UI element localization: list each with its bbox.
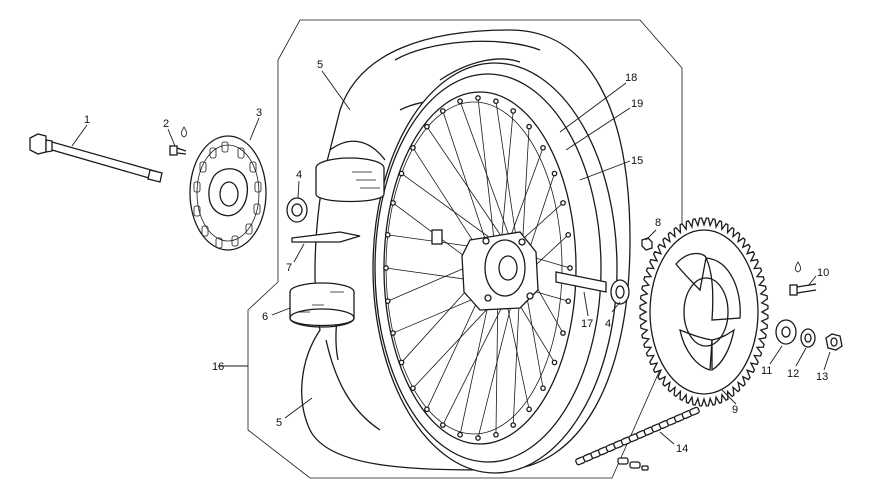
spacer-bush (775, 319, 797, 345)
callout-13: 13 (816, 371, 828, 383)
callout-9: 9 (732, 404, 738, 416)
callout-4-right: 4 (605, 318, 611, 330)
spoke (442, 110, 491, 254)
spoke-nipple (526, 123, 532, 130)
sprocket-bolt (789, 283, 817, 296)
valve-strap (291, 231, 361, 243)
axle-nut (825, 333, 843, 351)
spoke (477, 97, 496, 247)
callout-2: 2 (163, 118, 169, 130)
spoke-nipple (457, 98, 463, 105)
spoke-nipple (540, 385, 546, 392)
callout-10: 10 (817, 267, 829, 279)
grease-drop-icon (794, 261, 802, 273)
spoke-nipple (384, 298, 391, 305)
callout-14: 14 (676, 443, 688, 455)
spoke-nipple (560, 200, 566, 206)
spoke (507, 147, 544, 243)
spoke (500, 110, 514, 243)
spoke-nipple (384, 231, 391, 238)
callout-16: 16 (212, 361, 224, 373)
spoke-nipple (390, 200, 396, 206)
spoke-nipple (540, 144, 546, 151)
brake-disc (189, 135, 267, 251)
spoke (401, 173, 499, 245)
wheel-spacer (555, 271, 607, 293)
callout-7: 7 (286, 262, 292, 274)
spoke-nipple (410, 385, 416, 392)
rim-tape (289, 282, 355, 328)
callout-12: 12 (787, 368, 799, 380)
spoke-nipple (439, 108, 446, 114)
callout-labels: 1 2 3 4 4 5 5 6 7 8 9 10 11 12 13 14 15 … (84, 59, 829, 455)
bearing-right (610, 279, 630, 305)
grease-drop-icon (180, 126, 188, 138)
spoke (495, 101, 519, 250)
spoke-nipple (424, 123, 430, 130)
spoke-nipple (510, 108, 517, 114)
spoke-nipple (475, 95, 481, 101)
spoke-nipple (565, 231, 572, 238)
sprocket-nut (641, 237, 653, 251)
spoke-nipple (551, 359, 558, 366)
chain-link (689, 406, 700, 416)
sprocket (639, 217, 769, 407)
spoke-nipple (551, 170, 558, 177)
axle (29, 133, 163, 183)
callout-19: 19 (631, 98, 643, 110)
spoke-nipple (398, 359, 405, 366)
wheel-hub (431, 229, 539, 311)
spoke (442, 293, 510, 426)
callout-11: 11 (761, 365, 772, 377)
tube-protector (315, 157, 385, 203)
callout-17: 17 (581, 318, 593, 330)
spoke-nipple (457, 431, 463, 438)
spoke-nipple (526, 406, 532, 413)
callout-3: 3 (256, 107, 262, 119)
spoke-nipple (410, 144, 416, 151)
callout-8: 8 (655, 217, 661, 229)
spoke-nipple (565, 298, 572, 305)
spoke-nipple (398, 170, 405, 177)
spoke-nipple (560, 330, 566, 336)
spoke-nipple (424, 406, 430, 413)
spoke-nipple (493, 431, 499, 438)
disc-bolt (169, 145, 187, 156)
spoke-nipple (475, 435, 481, 441)
callout-5-bottom: 5 (276, 417, 282, 429)
spoke (459, 286, 493, 435)
drive-chain (575, 406, 700, 466)
leader-lines (71, 70, 831, 445)
callout-4-left: 4 (296, 169, 302, 181)
assembly-boundary (247, 19, 683, 479)
callout-1: 1 (84, 114, 90, 126)
callout-15: 15 (631, 155, 643, 167)
callout-5-top: 5 (317, 59, 323, 71)
callout-6: 6 (262, 311, 268, 323)
spoke-nipple (439, 422, 446, 428)
spoke-nipple (383, 265, 389, 271)
spoke-nipple (493, 98, 499, 105)
spoke (477, 289, 516, 439)
spoke-nipple (567, 265, 573, 271)
disc-vent-slots (193, 141, 262, 249)
callout-18: 18 (625, 72, 637, 84)
washer (800, 328, 816, 348)
spoke-nipple (510, 422, 517, 428)
spoke-nipples (383, 95, 573, 441)
spoke-nipple (390, 330, 396, 336)
chain-master-link (617, 457, 649, 471)
bearing-left (286, 197, 308, 223)
